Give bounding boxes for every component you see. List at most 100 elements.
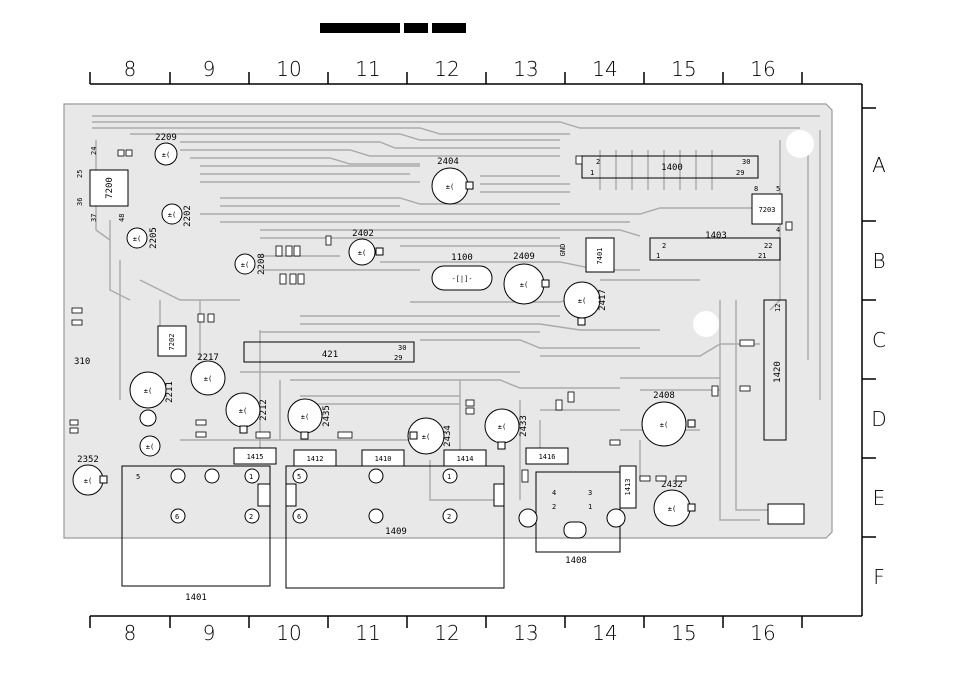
col-label-bottom-14: 14 — [592, 621, 617, 645]
connector-421-label: 421 — [322, 350, 338, 360]
row-label-D: D — [871, 407, 886, 431]
mounting-hole — [786, 130, 814, 158]
capacitor-2417-label: 2417 — [598, 289, 608, 311]
svg-text:±(: ±( — [301, 413, 309, 421]
crystal-1100-label: 1100 — [451, 253, 473, 263]
col-label-top-16: 16 — [750, 57, 775, 81]
pin-2-1408: 2 — [552, 503, 556, 511]
jumper-1415: 1415 — [233, 447, 277, 465]
capacitor-2402: ±( 2402 — [348, 229, 384, 266]
pin-1-1408: 1 — [588, 503, 592, 511]
jumper-1412: 1412 — [293, 449, 337, 467]
capacitor-2209: ±( 2209 — [154, 133, 178, 166]
capacitor-2404-label: 2404 — [437, 157, 459, 167]
capacitor-2432: ±( 2432 — [653, 480, 696, 527]
capacitor-2352: ±( 2352 — [72, 455, 108, 496]
grid-bottom-axis: 8 9 10 11 12 13 14 15 16 — [89, 615, 862, 645]
pin-1-1401: 1 — [249, 473, 253, 481]
svg-text:±(: ±( — [241, 261, 249, 269]
pin-29-1400: 29 — [736, 169, 744, 177]
col-label-top-15: 15 — [671, 57, 696, 81]
col-label-bottom-13: 13 — [513, 621, 538, 645]
pin-29-421: 29 — [394, 354, 402, 362]
svg-text:±(: ±( — [133, 235, 141, 243]
row-label-A: A — [872, 153, 886, 177]
col-label-top-12: 12 — [434, 57, 459, 81]
capacitor-2209-label: 2209 — [155, 133, 177, 143]
svg-text:±(: ±( — [358, 249, 366, 257]
pin-6-1401: 6 — [175, 513, 179, 521]
copper-traces — [92, 115, 821, 521]
pin-12-1420: 12 — [774, 304, 782, 312]
jumper-1410: 1410 — [361, 449, 405, 467]
capacitor-2432-label: 2432 — [661, 480, 683, 490]
pin-3-1408: 3 — [588, 489, 592, 497]
capacitor-2404: ±( 2404 — [431, 157, 474, 205]
connector-1420-label: 1420 — [773, 361, 783, 383]
capacitor-2408-label: 2408 — [653, 391, 675, 401]
jumper-1413-label: 1413 — [624, 479, 632, 496]
pin-2-1400: 2 — [596, 158, 600, 166]
capacitor-2212: ±( 2212 — [225, 392, 269, 434]
ic-7200-label: 7200 — [105, 177, 115, 199]
header-bar-1 — [320, 23, 400, 33]
capacitor-2409: ±( 2409 — [503, 252, 550, 305]
connector-1403-label: 1403 — [705, 231, 727, 241]
jumper-1416: 1416 — [525, 447, 569, 465]
ic-7202-label: 7202 — [168, 334, 176, 351]
jumper-1415-label: 1415 — [247, 453, 264, 461]
capacitor-2208-label: 2208 — [257, 253, 267, 275]
svg-text:±(: ±( — [162, 151, 170, 159]
ic-7203: 7203 8 5 4 — [751, 185, 783, 234]
pin-4-1408: 4 — [552, 489, 556, 497]
connector-1420: 1420 12 — [763, 299, 787, 441]
pin-5-1409: 5 — [297, 473, 301, 481]
ic-7203-label: 7203 — [759, 206, 776, 214]
svg-text:±(: ±( — [204, 375, 212, 383]
connector-1401: 5 6 1 2 1401 — [121, 465, 271, 603]
pin-36-label: 36 — [76, 198, 84, 206]
connector-1408-label: 1408 — [565, 556, 587, 566]
jumper-1413: 1413 — [619, 465, 637, 509]
pin-24-label: 24 — [90, 147, 98, 155]
capacitor-2417: ±( 2417 — [563, 281, 608, 326]
connector-1401-label: 1401 — [185, 593, 207, 603]
pin-48-label: 48 — [118, 214, 126, 222]
pin-4-7203: 4 — [776, 226, 780, 234]
capacitor-2402-label: 2402 — [352, 229, 374, 239]
capacitor-2202: ±( 2202 — [161, 203, 193, 227]
svg-text:±(: ±( — [84, 477, 92, 485]
grid-top-axis: 8 9 10 11 12 13 14 15 16 — [89, 57, 862, 85]
svg-text:±(: ±( — [498, 423, 506, 431]
pin-30-1400: 30 — [742, 158, 750, 166]
pin-1-1409: 1 — [447, 473, 451, 481]
capacitor-2409-label: 2409 — [513, 252, 535, 262]
jumper-1414-label: 1414 — [457, 455, 474, 463]
capacitor-2434: ±( 2434 — [407, 417, 453, 455]
pin-25-label: 25 — [76, 170, 84, 178]
svg-text:±(: ±( — [144, 387, 152, 395]
capacitor-2211: ±( 2211 — [129, 371, 175, 409]
row-label-F: F — [873, 565, 885, 589]
pin-2-1409: 2 — [447, 513, 451, 521]
connector-421: 421 30 29 — [243, 341, 415, 363]
capacitor-2435: ±( 2435 — [287, 398, 332, 440]
svg-text:±(: ±( — [660, 421, 668, 429]
jumper-1414: 1414 — [443, 449, 487, 467]
pin-1-1403: 1 — [656, 252, 660, 260]
header-bar-2 — [404, 23, 428, 33]
transistor-7401: 7401 GND — [559, 237, 615, 273]
svg-text:±(: ±( — [446, 183, 454, 191]
svg-text:±(: ±( — [168, 211, 176, 219]
pin-8-7203: 8 — [754, 185, 758, 193]
col-label-bottom-12: 12 — [434, 621, 459, 645]
mounting-hole — [693, 311, 719, 337]
connector-1400: 1400 2 1 30 29 — [581, 155, 759, 179]
connector-1408: 4 3 2 1 1408 — [518, 471, 626, 566]
capacitor-2205: ±( 2205 — [126, 227, 159, 249]
grid-right-axis: A B C D E F — [861, 84, 887, 616]
col-label-top-14: 14 — [592, 57, 617, 81]
svg-text:-[|]-: -[|]- — [451, 275, 472, 283]
pin-5-1401: 5 — [136, 473, 140, 481]
